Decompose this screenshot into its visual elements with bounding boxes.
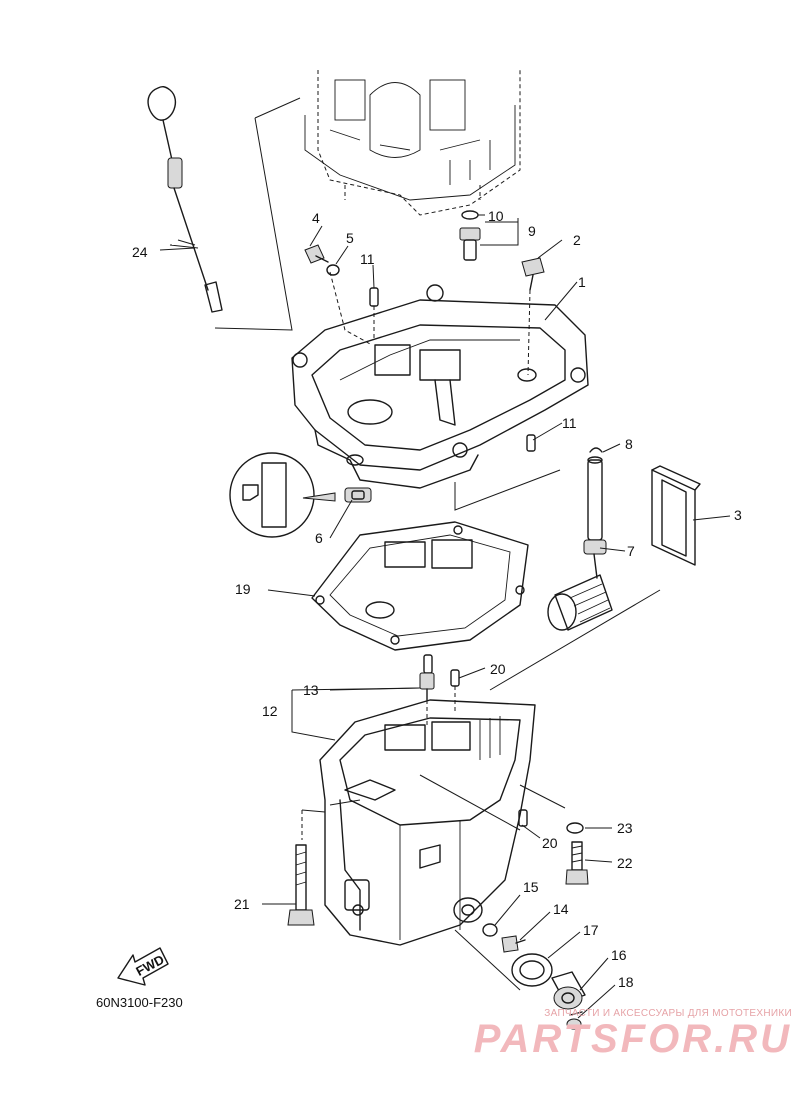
callout-18: 18 <box>618 974 634 990</box>
callout-9: 9 <box>528 223 536 239</box>
clip-part-8 <box>589 447 603 453</box>
callout-20-upper: 20 <box>490 661 506 677</box>
callout-13: 13 <box>303 682 319 698</box>
forward-direction-arrow: FWD <box>117 947 169 986</box>
oil-dipstick <box>147 85 223 313</box>
oil-pan-part-12 <box>319 699 536 946</box>
bolt-part-22 <box>565 841 589 885</box>
watermark-brand: PARTSFOR.RU <box>473 1017 792 1061</box>
screw-part-18 <box>566 1011 583 1030</box>
callout-7: 7 <box>627 543 635 559</box>
callout-8: 8 <box>625 436 633 452</box>
callout-19: 19 <box>235 581 251 597</box>
nipple-part-13 <box>419 654 435 701</box>
oil-strainer-part-7 <box>547 456 613 631</box>
drain-bolt-part-14 <box>501 935 526 953</box>
watermark: ЗАПЧАСТИ И АКСЕССУАРЫ ДЛЯ МОТОТЕХНИКИ PA… <box>462 1008 792 1059</box>
callout-12: 12 <box>262 703 278 719</box>
bolt-part-4 <box>304 244 329 264</box>
callout-14: 14 <box>553 901 569 917</box>
callout-1: 1 <box>578 274 586 290</box>
dowel-pin-part-11-upper <box>369 287 379 307</box>
o-ring-part-10 <box>461 210 479 220</box>
callout-24: 24 <box>132 244 148 260</box>
engine-block-reference <box>304 70 521 216</box>
gasket-part-15 <box>482 923 498 937</box>
oil-seal-part-6 <box>344 487 372 503</box>
fitting-part-9 <box>459 227 481 261</box>
callout-2: 2 <box>573 232 581 248</box>
plug-part-16 <box>551 971 586 1010</box>
plate-part-3 <box>651 465 701 566</box>
callout-5: 5 <box>346 230 354 246</box>
gasket-part-17 <box>511 953 553 987</box>
callout-3: 3 <box>734 507 742 523</box>
callout-23: 23 <box>617 820 633 836</box>
callout-10: 10 <box>488 208 504 224</box>
diagram-code: 60N3100-F230 <box>96 995 183 1010</box>
callout-11-lower: 11 <box>562 415 577 431</box>
washer-part-5 <box>326 264 340 276</box>
callout-16: 16 <box>611 947 627 963</box>
dowel-pin-part-20-upper <box>450 669 460 687</box>
washer-part-23 <box>566 822 584 834</box>
callout-21: 21 <box>234 896 250 912</box>
callout-4: 4 <box>312 210 320 226</box>
detail-magnifier <box>229 452 336 538</box>
plug-part-2 <box>521 257 545 291</box>
bolt-part-21 <box>287 844 315 926</box>
dowel-pin-part-11-lower <box>526 434 536 452</box>
upper-casing-part-1 <box>291 284 589 489</box>
callout-17: 17 <box>583 922 599 938</box>
callout-11-upper: 11 <box>360 251 375 267</box>
callout-6: 6 <box>315 530 323 546</box>
watermark-tagline: ЗАПЧАСТИ И АКСЕССУАРЫ ДЛЯ МОТОТЕХНИКИ <box>544 1008 792 1019</box>
gasket-part-19 <box>311 521 529 651</box>
callout-15: 15 <box>523 879 539 895</box>
callout-20-lower: 20 <box>542 835 558 851</box>
callout-leaders <box>159 214 731 1019</box>
callout-22: 22 <box>617 855 633 871</box>
